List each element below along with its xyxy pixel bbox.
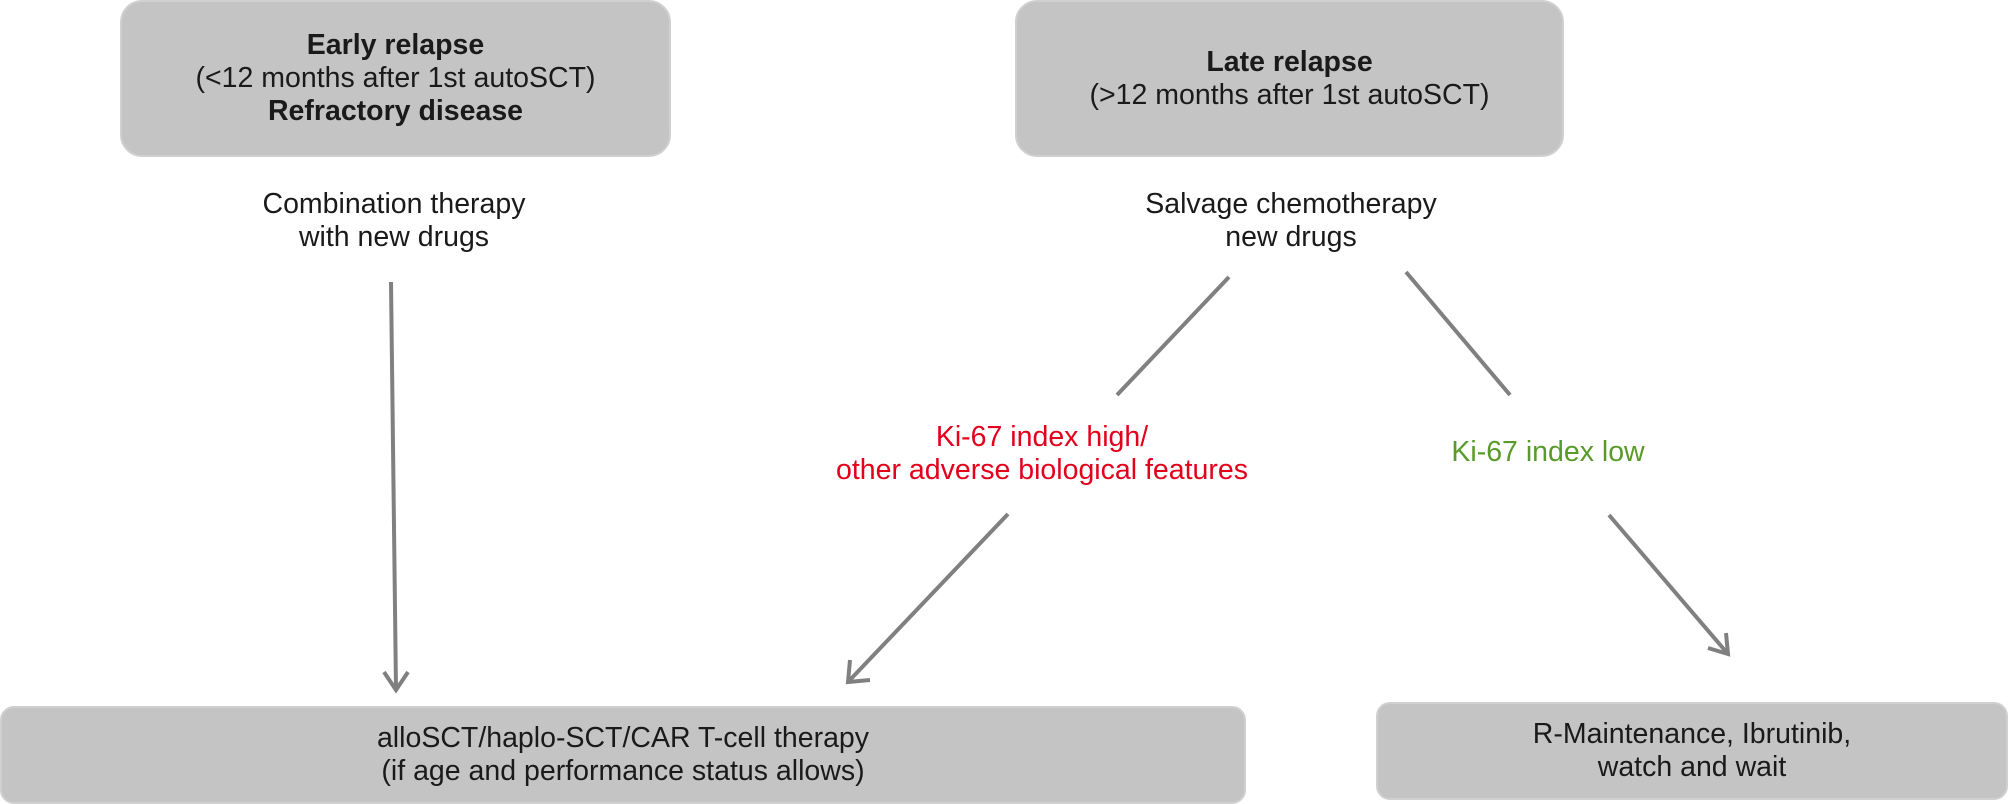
line-salvage-to-ki67-low xyxy=(1404,270,1512,397)
combination-therapy-line2: with new drugs xyxy=(298,221,490,253)
late-relapse-timeframe: (>12 months after 1st autoSCT) xyxy=(1089,78,1490,111)
salvage-chemotherapy-label: Salvage chemotherapy new drugs xyxy=(1145,188,1437,254)
arrow-ki67-low-to-maintenance xyxy=(1607,513,1730,656)
maintenance-line1: R-Maintenance, Ibrutinib, xyxy=(1532,718,1852,750)
early-relapse-box: Early relapse (<12 months after 1st auto… xyxy=(120,0,671,157)
salvage-chemotherapy-line2: new drugs xyxy=(1225,221,1357,253)
arrowhead-ki67-low-to-maintenance xyxy=(1707,632,1731,657)
ki67-high-line1: Ki-67 index high/ xyxy=(935,421,1149,453)
arrow-ki67-high-to-allo xyxy=(846,512,1010,684)
combination-therapy-line1: Combination therapy xyxy=(262,188,526,220)
salvage-chemotherapy-line1: Salvage chemotherapy xyxy=(1145,188,1437,220)
early-relapse-title: Early relapse xyxy=(306,29,485,61)
early-relapse-timeframe: (<12 months after 1st autoSCT) xyxy=(195,62,596,94)
maintenance-line2: watch and wait xyxy=(1597,751,1787,783)
refractory-disease-title: Refractory disease xyxy=(267,95,524,127)
arrowhead-ki67-high-to-allo xyxy=(845,659,871,685)
maintenance-box: R-Maintenance, Ibrutinib, watch and wait xyxy=(1376,702,2008,800)
late-relapse-title: Late relapse xyxy=(1206,45,1373,78)
arrow-combination-to-allo xyxy=(389,281,398,691)
combination-therapy-label: Combination therapy with new drugs xyxy=(263,188,526,254)
late-relapse-box: Late relapse (>12 months after 1st autoS… xyxy=(1015,0,1564,157)
ki67-low-line1: Ki-67 index low xyxy=(1451,436,1645,468)
line-salvage-to-ki67-high xyxy=(1115,275,1231,397)
allo-sct-line1: alloSCT/haplo-SCT/CAR T-cell therapy xyxy=(376,722,870,754)
ki67-low-label: Ki-67 index low xyxy=(1451,436,1644,469)
ki67-high-label: Ki-67 index high/ other adverse biologic… xyxy=(836,421,1248,487)
ki67-high-line2: other adverse biological features xyxy=(836,454,1248,486)
allo-sct-box: alloSCT/haplo-SCT/CAR T-cell therapy (if… xyxy=(0,706,1246,804)
allo-sct-line2: (if age and performance status allows) xyxy=(381,755,865,787)
arrowhead-combination-to-allo xyxy=(382,670,410,694)
